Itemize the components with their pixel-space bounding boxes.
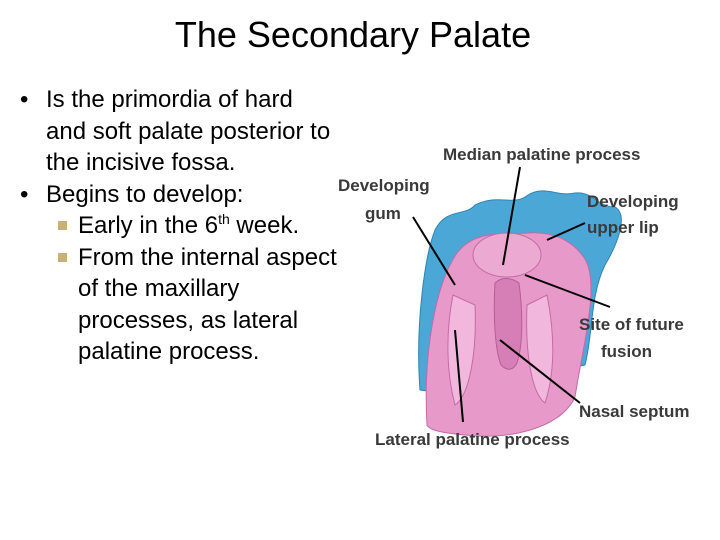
label-site-of-future-fusion-line1: Site of future bbox=[579, 315, 684, 334]
pointer-line-septum bbox=[499, 339, 581, 404]
sub-bullet-text: Early in the 6 bbox=[78, 212, 219, 239]
ordinal-superscript: th bbox=[218, 211, 230, 227]
label-developing-gum-line2: gum bbox=[365, 204, 401, 223]
bullet-dot-icon: • bbox=[20, 180, 29, 208]
bullet-text: Begins to develop: bbox=[46, 180, 244, 208]
bullet-list: • Is the primordia of hard and soft pala… bbox=[18, 84, 338, 368]
label-median-palatine-process: Median palatine process bbox=[443, 145, 640, 164]
pointer-line-gum bbox=[412, 216, 456, 286]
nasal-septum-shape bbox=[493, 278, 523, 370]
palate-diagram: Median palatine process Developing gum D… bbox=[338, 145, 690, 449]
sub-bullet-text: week. bbox=[229, 212, 300, 239]
label-lateral-palatine-process: Lateral palatine process bbox=[375, 430, 570, 449]
sub-bullet-text: From the internal aspect of the maxillar… bbox=[78, 243, 337, 366]
sub-bullet-item: Early in the 6th week. bbox=[18, 210, 338, 242]
pointer-line-lateral bbox=[454, 329, 464, 423]
lateral-shelf-left-shape bbox=[447, 294, 476, 406]
label-developing-lip-line2: upper lip bbox=[587, 218, 659, 237]
pointer-line-lip bbox=[546, 222, 586, 241]
bullet-text: Is the primordia of hard and soft palate… bbox=[46, 86, 331, 176]
label-site-of-future-fusion-line2: fusion bbox=[601, 342, 652, 361]
pointer-line-fusion bbox=[524, 274, 611, 308]
bullet-dot-icon: • bbox=[20, 86, 29, 113]
label-developing-lip-line1: Developing bbox=[587, 192, 679, 211]
label-developing-gum-line1: Developing bbox=[338, 176, 430, 195]
median-palatine-process-shape bbox=[472, 232, 542, 278]
label-nasal-septum: Nasal septum bbox=[579, 402, 690, 421]
sub-bullet-item: From the internal aspect of the maxillar… bbox=[18, 242, 338, 368]
bullet-item: • Is the primordia of hard and soft pala… bbox=[18, 84, 338, 179]
square-bullet-icon bbox=[58, 252, 67, 262]
slide-title: The Secondary Palate bbox=[174, 14, 532, 55]
bullet-item: • Begins to develop: bbox=[18, 179, 338, 211]
square-bullet-icon bbox=[58, 221, 67, 230]
pointer-line-median bbox=[502, 166, 521, 266]
